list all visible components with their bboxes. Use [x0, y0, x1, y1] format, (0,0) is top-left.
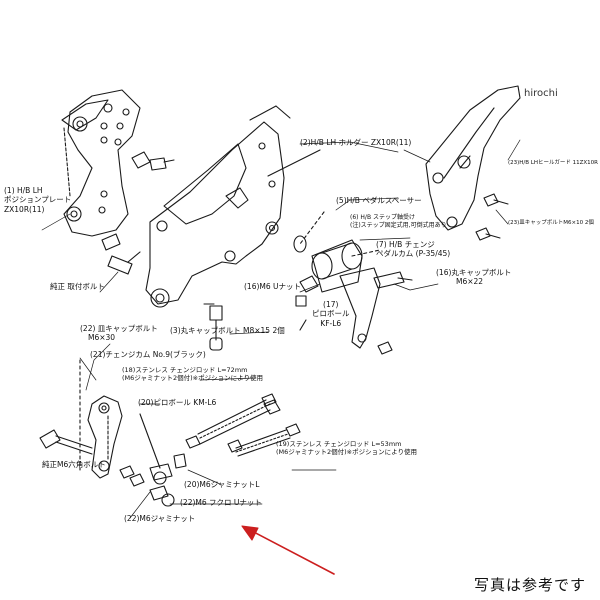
pillow-ball-assembly: [295, 267, 413, 355]
long-change-rod: [185, 393, 281, 449]
change-cam-part: [39, 359, 145, 487]
label-round-cap-bolt-m8: (3)丸キャップボルト M8×15 2個: [170, 326, 285, 335]
reference-caption: 写真は参考です: [474, 576, 587, 594]
label-holder: (2)H/B LH ホルダー ZX10R(11): [300, 138, 412, 147]
label-pedal-spacer: (5)H/B ペダルスペーサー: [336, 196, 422, 205]
red-arrow-icon: [241, 525, 335, 575]
label-change-cam: (21)チェンジカム No.9(ブラック): [90, 350, 206, 359]
label-pillow-ball-km: (20)ピロボール KM-L6: [138, 398, 217, 407]
round-cap-bolts: [203, 303, 223, 351]
position-plate-part: [61, 89, 141, 237]
watermark: hirochi: [524, 88, 558, 99]
label-jam-nut-l: (20)M6ジャミナットL: [184, 480, 260, 489]
pillow-ball-km: [139, 413, 187, 507]
label-cap-u-nut: (22)M6 フクロ Uナット: [180, 498, 262, 507]
label-jam-nut: (22)M6ジャミナット: [124, 514, 196, 523]
label-cap-bolt-m6x22: (16)丸キャップボルト M6×22: [436, 268, 512, 287]
label-position-plate: (1) H/B LH ポジションプレート ZX10R(11): [4, 186, 72, 214]
short-change-rod: [227, 423, 301, 457]
heel-guard-part: [425, 85, 521, 231]
heel-guard-bolts: [475, 193, 509, 241]
label-heel-guard-bolt: (23)皿キャップボルトM6×10 2個: [508, 220, 594, 226]
label-heel-guard: (23)H/B LHヒールガード 11ZX10R: [508, 160, 598, 166]
label-flat-cap-bolt-m6x30: (22) 皿キャップボルト M6×30: [80, 324, 158, 343]
label-genuine-bolt: 純正 取付ボルト: [50, 282, 105, 291]
top-bolt: [131, 151, 175, 171]
label-short-rod: (19)ステンレス チェンジロッド L=53mm (M6ジャミナット2個付)※ポ…: [276, 440, 417, 457]
genuine-mount-bolt: [101, 233, 141, 275]
pedal-spacer-cam: [293, 211, 381, 293]
label-pillow-ball-kf: (17) ピロボール KF-L6: [312, 300, 350, 328]
leader-lines: [41, 139, 521, 519]
label-u-nut: (16)M6 Uナット: [244, 282, 302, 291]
label-pedal-cam: (7) H/B チェンジ ペダルカム (P-35/45): [376, 240, 451, 259]
label-genuine-hex-bolt: 純正M6六角ボルト: [42, 460, 106, 469]
label-step-bearing: (6) H/B ステップ軸受け (注)ステップ固定式用,可倒式用あり: [350, 214, 447, 229]
holder-part: [145, 105, 321, 308]
label-long-rod: (18)ステンレス チェンジロッド L=72mm (M6ジャミナット2個付)※ポ…: [122, 366, 263, 383]
